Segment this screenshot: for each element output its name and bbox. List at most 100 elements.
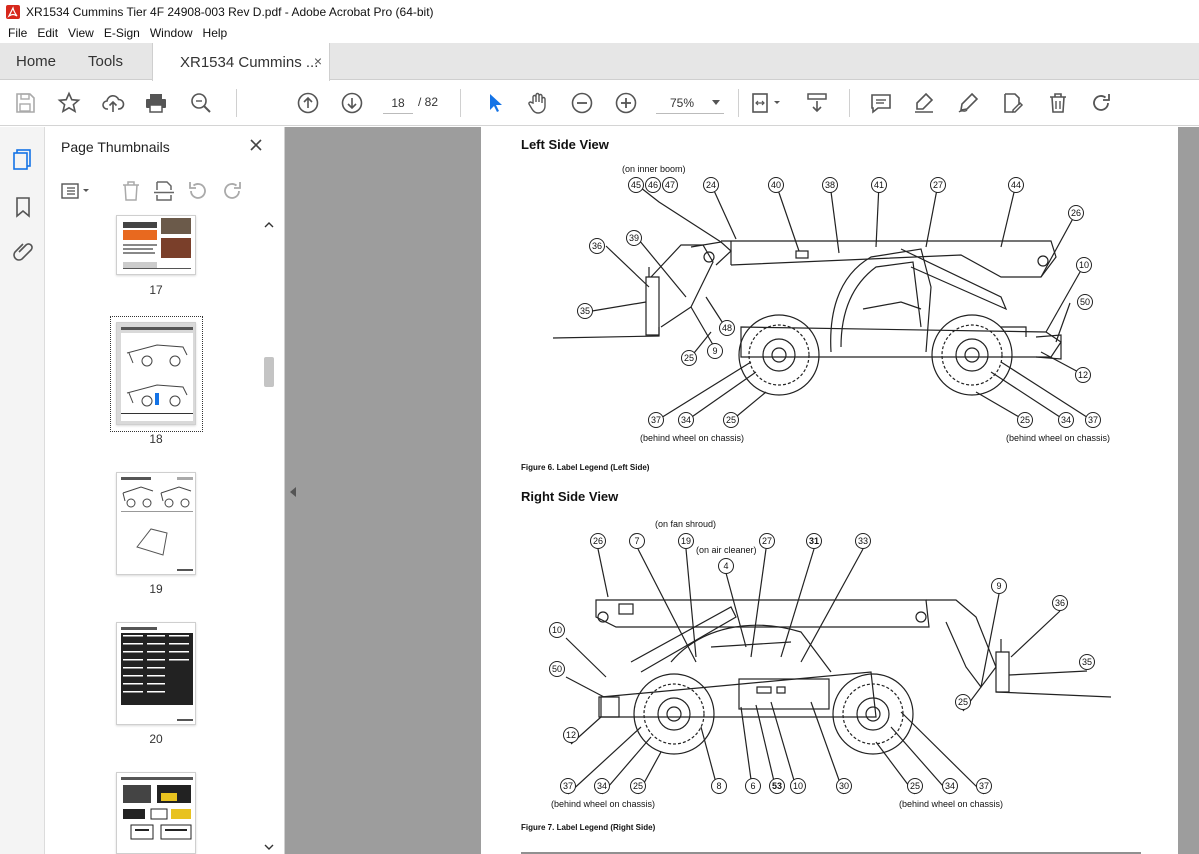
callout: 10 — [549, 622, 565, 638]
callout: 37 — [976, 778, 992, 794]
toolbar-separator — [460, 89, 461, 117]
thumbnail-page-number: 18 — [149, 432, 163, 446]
callout: 25 — [630, 778, 646, 794]
menu-help[interactable]: Help — [202, 26, 228, 40]
highlight-icon[interactable] — [912, 91, 936, 115]
redo-icon[interactable] — [1089, 91, 1113, 115]
print-icon[interactable] — [144, 91, 168, 115]
close-icon[interactable] — [248, 137, 264, 153]
fit-page-icon[interactable] — [751, 91, 783, 115]
panel-toolbar — [45, 171, 285, 211]
collapse-panel-icon[interactable] — [290, 487, 296, 497]
callout: 30 — [836, 778, 852, 794]
page-up-icon[interactable] — [296, 91, 320, 115]
toolbar-separator — [236, 89, 237, 117]
callout: 12 — [1075, 367, 1091, 383]
callout: 31 — [806, 533, 822, 549]
insert-page-icon[interactable] — [152, 179, 176, 203]
callout: 41 — [871, 177, 887, 193]
star-icon[interactable] — [57, 91, 81, 115]
callout: 7 — [629, 533, 645, 549]
scroll-thumb[interactable] — [264, 357, 274, 387]
comment-icon[interactable] — [869, 91, 893, 115]
page-thumbnails-icon[interactable] — [11, 147, 35, 171]
bookmark-icon[interactable] — [11, 195, 35, 219]
thumbnail-options-icon[interactable] — [59, 179, 93, 203]
callout: 25 — [681, 350, 697, 366]
callout: 10 — [790, 778, 806, 794]
menu-window[interactable]: Window — [149, 26, 193, 40]
callout: 25 — [723, 412, 739, 428]
callout: 47 — [662, 177, 678, 193]
thumbnail-page[interactable] — [116, 322, 196, 425]
zoom-dropdown[interactable]: 75% — [656, 92, 724, 114]
callout: 24 — [703, 177, 719, 193]
callout: 35 — [577, 303, 593, 319]
save-icon[interactable] — [13, 91, 37, 115]
thumbnail-page[interactable] — [116, 622, 196, 725]
rotate-left-icon[interactable] — [186, 179, 210, 203]
zoom-search-icon[interactable] — [189, 91, 213, 115]
thumbnail-scrollbar[interactable] — [262, 219, 276, 854]
thumbnail-page-number: 19 — [149, 582, 163, 596]
menu-esign[interactable]: E-Sign — [103, 26, 140, 40]
zoom-out-icon[interactable] — [570, 91, 594, 115]
tab-document[interactable]: XR1534 Cummins ... × — [152, 43, 330, 81]
tab-home[interactable]: Home — [16, 53, 57, 70]
select-cursor-icon[interactable] — [483, 91, 507, 115]
note-behind-wheel: (behind wheel on chassis) — [551, 799, 656, 809]
hand-icon[interactable] — [526, 91, 550, 115]
rotate-right-icon[interactable] — [220, 179, 244, 203]
acrobat-icon — [6, 5, 20, 19]
page-number-input[interactable] — [383, 92, 413, 114]
window-title: XR1534 Cummins Tier 4F 24908-003 Rev D.p… — [26, 5, 434, 19]
left-side-view-heading: Left Side View — [521, 137, 609, 152]
callout: 9 — [707, 343, 723, 359]
tab-tools[interactable]: Tools — [88, 53, 124, 70]
attachment-icon[interactable] — [11, 240, 35, 264]
tab-document-label: XR1534 Cummins ... — [180, 53, 319, 71]
delete-page-icon[interactable] — [119, 179, 143, 203]
menu-view[interactable]: View — [68, 26, 94, 40]
zoom-in-icon[interactable] — [614, 91, 638, 115]
callout: 10 — [1076, 257, 1092, 273]
scroll-mode-icon[interactable] — [805, 91, 829, 115]
callout: 6 — [745, 778, 761, 794]
callout: 27 — [759, 533, 775, 549]
callout: 34 — [594, 778, 610, 794]
note-behind-wheel: (behind wheel on chassis) — [899, 799, 1004, 809]
delete-icon[interactable] — [1046, 91, 1070, 115]
edit-pdf-icon[interactable] — [1000, 91, 1024, 115]
page-total: / 82 — [418, 95, 439, 109]
right-side-view-heading: Right Side View — [521, 489, 619, 504]
callout: 37 — [648, 412, 664, 428]
callout: 26 — [590, 533, 606, 549]
thumbnail-page[interactable] — [116, 215, 196, 275]
callout: 35 — [1079, 654, 1095, 670]
tab-bar: Home Tools XR1534 Cummins ... × — [0, 43, 1199, 81]
thumbnail-selection — [110, 316, 203, 432]
thumbnail-page[interactable] — [116, 472, 196, 575]
pdf-page: Left Side View (on inner boom) (behind w… — [481, 127, 1178, 854]
page-down-icon[interactable] — [340, 91, 364, 115]
sign-icon[interactable] — [956, 91, 980, 115]
scroll-up-icon[interactable] — [262, 219, 276, 231]
thumbnail-page-number: 20 — [149, 732, 163, 746]
note-behind-wheel: (behind wheel on chassis) — [1006, 433, 1111, 443]
panel-title: Page Thumbnails — [61, 139, 170, 155]
menu-file[interactable]: File — [8, 26, 28, 40]
document-viewport[interactable]: Left Side View (on inner boom) (behind w… — [285, 127, 1199, 854]
tab-close-icon[interactable]: × — [313, 53, 322, 69]
callout: 25 — [1017, 412, 1033, 428]
zoom-value: 75% — [670, 96, 695, 110]
scroll-down-icon[interactable] — [262, 841, 276, 853]
note-air-cleaner: (on air cleaner) — [696, 545, 757, 555]
callout: 39 — [626, 230, 642, 246]
callout: 12 — [563, 727, 579, 743]
upload-icon[interactable] — [101, 91, 125, 115]
callout: 19 — [678, 533, 694, 549]
menu-edit[interactable]: Edit — [37, 26, 59, 40]
thumbnail-page[interactable] — [116, 772, 196, 854]
chevron-down-icon — [712, 100, 720, 105]
callout: 34 — [678, 412, 694, 428]
